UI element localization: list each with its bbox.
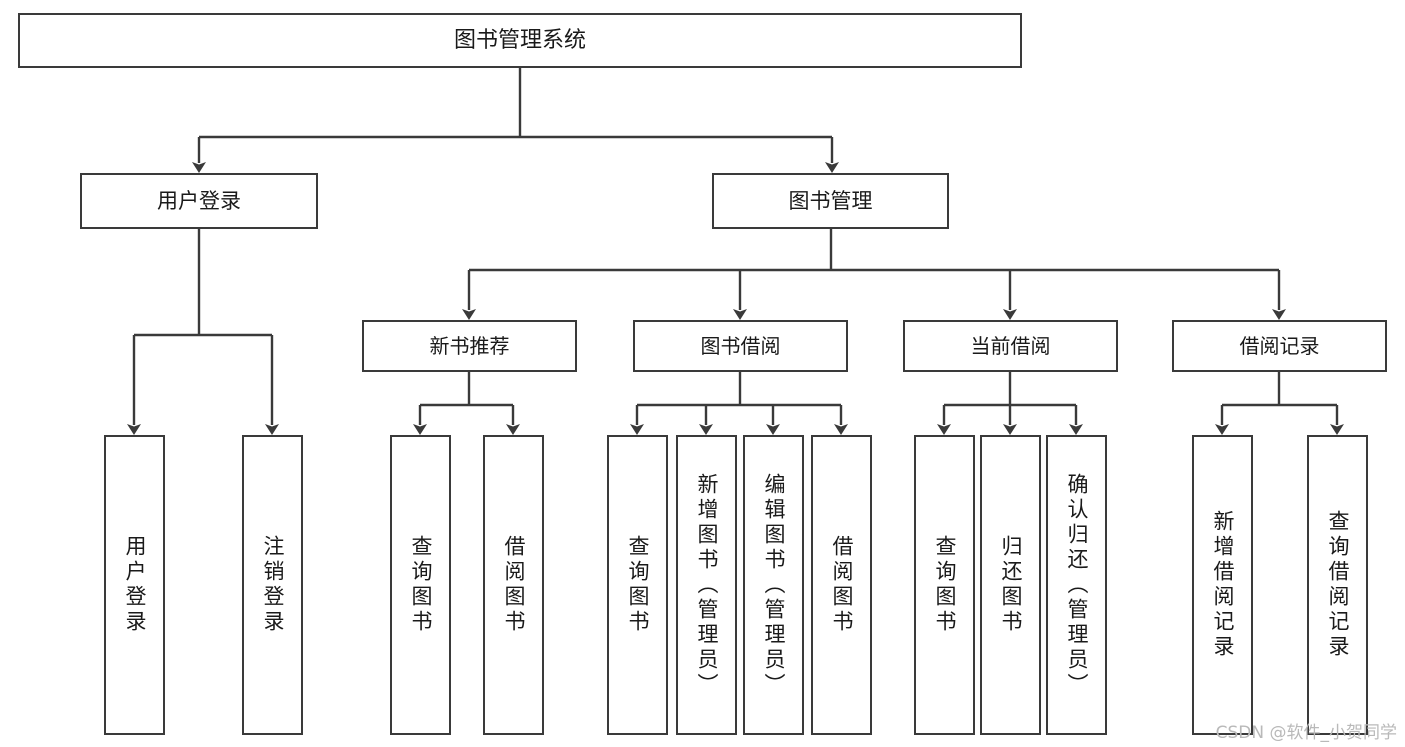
node-current-borrow[interactable]: 当前借阅 [903,320,1118,372]
leaf-user-login-label: 用户登录 [123,535,147,635]
node-new-book-recommend[interactable]: 新书推荐 [362,320,577,372]
node-borrow-record[interactable]: 借阅记录 [1172,320,1387,372]
node-book-management[interactable]: 图书管理 [712,173,949,229]
node-borrow-record-label: 借阅记录 [1239,333,1320,358]
leaf-add-borrow-record[interactable]: 新增借阅记录 [1192,435,1253,735]
leaf-query-book-borrow[interactable]: 查询图书 [607,435,668,735]
leaf-return-book[interactable]: 归还图书 [980,435,1041,735]
leaf-return-book-label: 归还图书 [999,535,1023,635]
leaf-edit-book-admin-label: 编辑图书（管理员） [762,472,786,698]
leaf-edit-book-admin[interactable]: 编辑图书（管理员） [743,435,804,735]
node-book-borrow-label: 图书借阅 [700,333,781,358]
leaf-add-borrow-record-label: 新增借阅记录 [1211,510,1235,660]
node-book-borrow[interactable]: 图书借阅 [633,320,848,372]
leaf-borrow-book-recommend-label: 借阅图书 [502,535,526,635]
leaf-query-book-recommend-label: 查询图书 [409,535,433,635]
node-user-login-label: 用户登录 [157,188,241,213]
leaf-add-book-admin[interactable]: 新增图书（管理员） [676,435,737,735]
leaf-confirm-return-admin-label: 确认归还（管理员） [1065,472,1089,698]
watermark-text: CSDN @软件_小贺同学 [1215,723,1397,743]
node-new-book-recommend-label: 新书推荐 [429,333,510,358]
node-current-borrow-label: 当前借阅 [970,333,1051,358]
node-root[interactable]: 图书管理系统 [18,13,1022,68]
node-user-login[interactable]: 用户登录 [80,173,318,229]
leaf-logout[interactable]: 注销登录 [242,435,303,735]
leaf-borrow-book-label: 借阅图书 [830,535,854,635]
leaf-logout-label: 注销登录 [261,535,285,635]
leaf-query-borrow-record[interactable]: 查询借阅记录 [1307,435,1368,735]
leaf-query-borrow-record-label: 查询借阅记录 [1326,510,1350,660]
node-book-management-label: 图书管理 [788,188,873,213]
leaf-query-book-current-label: 查询图书 [933,535,957,635]
leaf-query-book-current[interactable]: 查询图书 [914,435,975,735]
node-root-label: 图书管理系统 [453,27,586,53]
leaf-borrow-book-recommend[interactable]: 借阅图书 [483,435,544,735]
leaf-query-book-recommend[interactable]: 查询图书 [390,435,451,735]
leaf-confirm-return-admin[interactable]: 确认归还（管理员） [1046,435,1107,735]
leaf-query-book-borrow-label: 查询图书 [626,535,650,635]
leaf-add-book-admin-label: 新增图书（管理员） [695,472,719,698]
leaf-borrow-book[interactable]: 借阅图书 [811,435,872,735]
leaf-user-login[interactable]: 用户登录 [104,435,165,735]
